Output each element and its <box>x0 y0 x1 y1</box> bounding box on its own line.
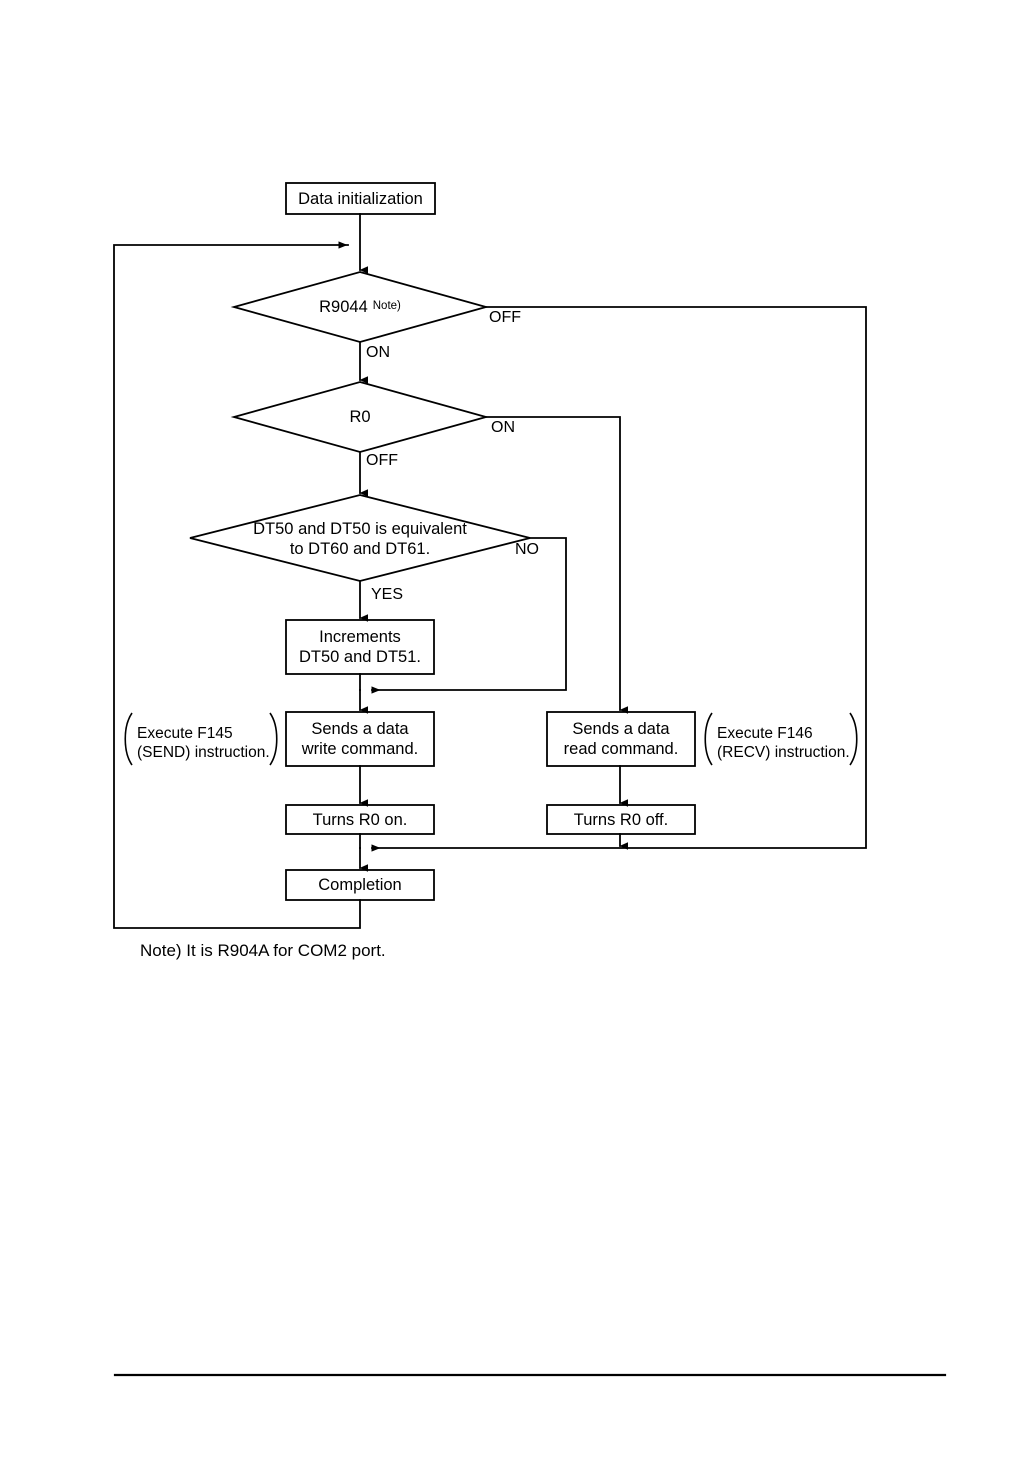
edge-label-r0-off: OFF <box>366 452 398 469</box>
node-completion: Completion <box>286 870 434 900</box>
send-annotation-group: Execute F145 (SEND) instruction. <box>120 710 282 768</box>
node-turns-r0-off: Turns R0 off. <box>547 805 695 834</box>
node-read-command-label: Sends a data read command. <box>563 720 679 758</box>
node-compare: DT50 and DT50 is equivalent to DT60 and … <box>210 516 510 562</box>
edge-label-r9044-on: ON <box>366 344 390 361</box>
node-increments: Increments DT50 and DT51. <box>286 620 434 674</box>
edge-label-compare-yes: YES <box>371 586 404 603</box>
node-r9044-label: R9044 <box>319 298 368 316</box>
node-increments-label: Increments DT50 and DT51. <box>299 628 421 666</box>
edge-label-compare-no: NO <box>515 541 539 558</box>
recv-annotation-text: Execute F146 (RECV) instruction. <box>717 725 850 761</box>
node-completion-label: Completion <box>318 876 402 894</box>
node-r0-label: R0 <box>349 408 371 426</box>
node-data-initialization: Data initialization <box>286 183 435 214</box>
send-annotation-parentheses <box>124 712 278 766</box>
node-write-command-label: Sends a data write command. <box>301 720 419 758</box>
node-turns-r0-on-label: Turns R0 on. <box>312 810 408 829</box>
recv-annotation-parentheses <box>704 712 858 766</box>
node-turns-r0-on: Turns R0 on. <box>286 805 434 834</box>
node-read-command: Sends a data read command. <box>547 712 695 766</box>
node-r0: R0 <box>260 403 460 431</box>
node-turns-r0-off-label: Turns R0 off. <box>573 810 669 829</box>
node-write-command: Sends a data write command. <box>286 712 434 766</box>
footnote-text: Note) It is R904A for COM2 port. <box>140 941 386 960</box>
node-r9044-note-superscript: Note) <box>372 300 401 313</box>
node-compare-label: DT50 and DT50 is equivalent to DT60 and … <box>253 520 467 558</box>
edge-label-r9044-off: OFF <box>489 309 521 326</box>
node-data-initialization-label: Data initialization <box>298 189 423 208</box>
node-r9044: R9044 Note) <box>260 292 460 322</box>
send-annotation-text: Execute F145 (SEND) instruction. <box>137 725 270 761</box>
recv-annotation-group: Execute F146 (RECV) instruction. <box>700 710 862 768</box>
edge-label-r0-on: ON <box>491 419 515 436</box>
